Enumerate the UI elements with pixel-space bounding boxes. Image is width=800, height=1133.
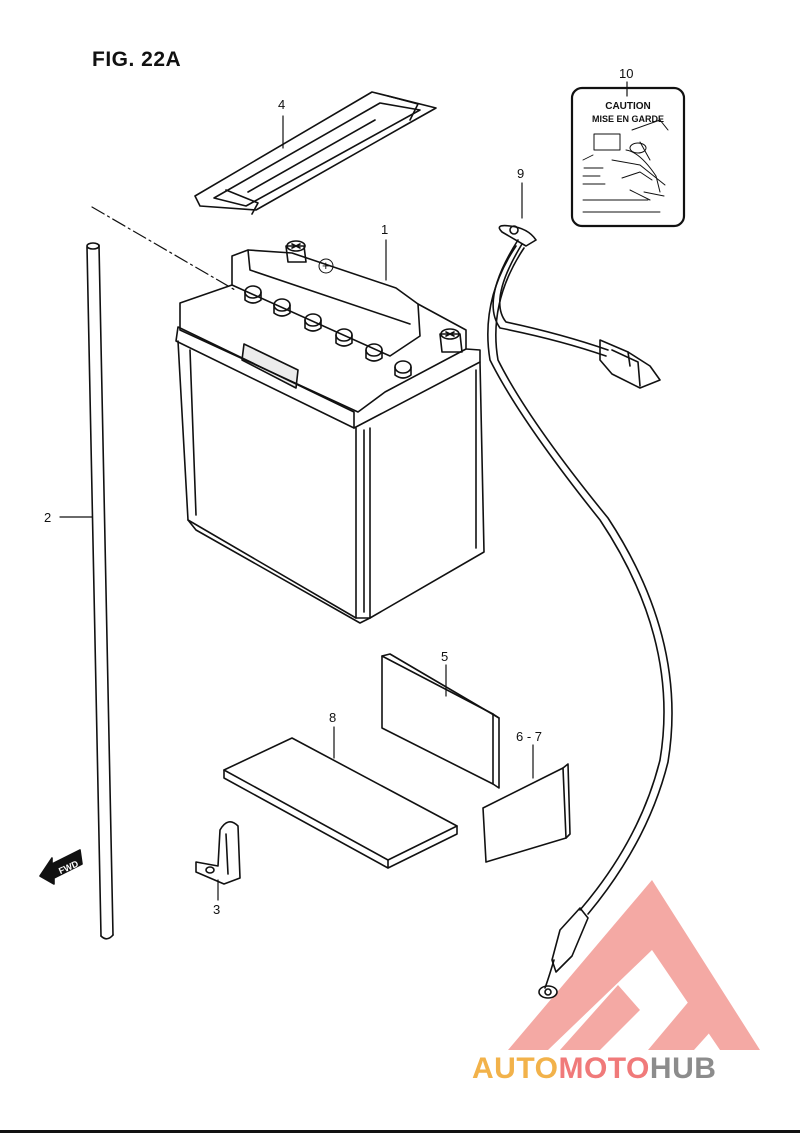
watermark-auto: AUTO: [472, 1052, 559, 1085]
watermark-text: AUTOMOTOHUB: [472, 1052, 716, 1086]
callout-3: 3: [213, 902, 221, 917]
watermark-moto: MOTO: [558, 1052, 650, 1085]
battery-strap: [194, 91, 437, 215]
callout-1: 1: [381, 222, 389, 237]
pad-5: [381, 653, 500, 789]
pad-6-7: [482, 763, 571, 863]
callout-10: 10: [619, 66, 634, 81]
callout-5: 5: [441, 649, 449, 664]
watermark-logo: [508, 880, 760, 1050]
vent-caps: [244, 285, 412, 379]
positive-terminal: [285, 240, 307, 263]
leader-line-tube: [91, 206, 236, 291]
watermark-hub: HUB: [649, 1052, 717, 1085]
callout-2: 2: [44, 510, 52, 525]
battery: [175, 240, 485, 624]
callout-4: 4: [278, 97, 286, 112]
callout-6-7: 6 - 7: [516, 729, 543, 744]
caution-text: CAUTION: [605, 101, 651, 112]
negative-terminal: [439, 328, 463, 353]
breather-tube: [86, 242, 114, 940]
lead-wire: [487, 224, 673, 999]
bottom-border: [0, 1130, 800, 1133]
callout-8: 8: [329, 710, 337, 725]
figure-title: FIG. 22A: [92, 48, 182, 71]
fwd-arrow-icon: FWD: [39, 849, 83, 885]
sheet-8: [223, 737, 458, 869]
callout-9: 9: [517, 166, 525, 181]
positive-sign: +: [322, 258, 330, 273]
bracket-3: [195, 821, 241, 885]
mise-en-garde-text: MISE EN GARDE: [592, 114, 664, 124]
caution-label: [570, 86, 686, 228]
